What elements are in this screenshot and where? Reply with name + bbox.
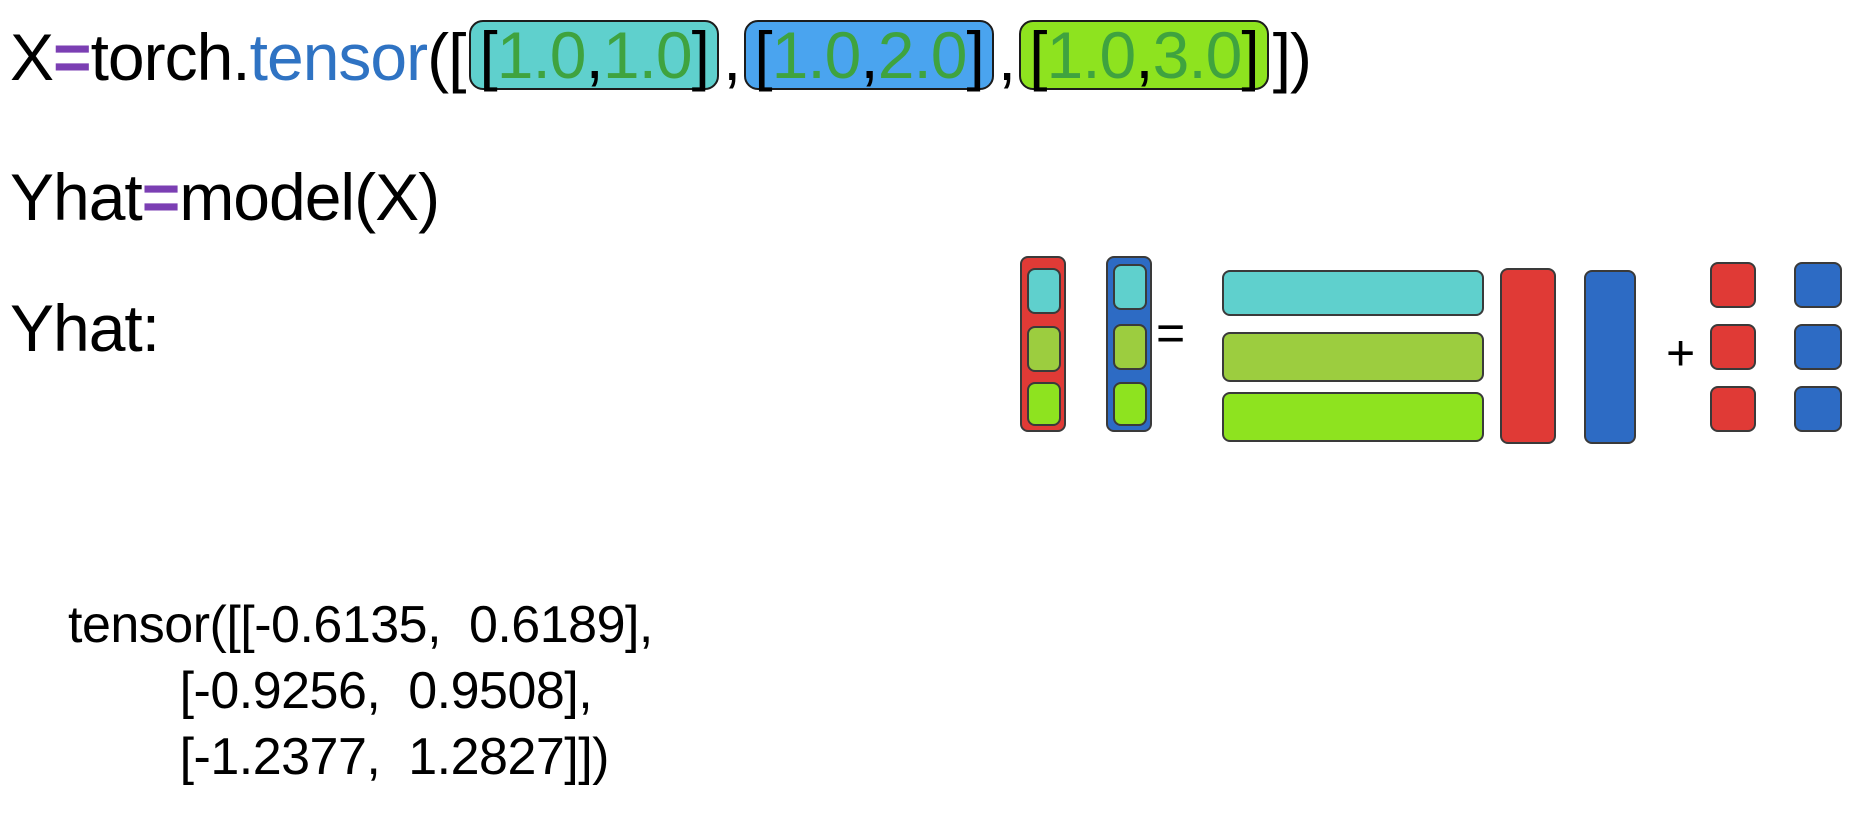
row-1-close: ] xyxy=(691,18,710,92)
bias-2-cell-2 xyxy=(1794,324,1842,370)
output-line-3: [-1.2377, 1.2827]]) xyxy=(68,728,610,786)
output-col2-cell-1 xyxy=(1113,264,1147,310)
row-3-open: [ xyxy=(1029,18,1047,92)
row-2-sep: , xyxy=(860,18,878,92)
tensor-function: tensor xyxy=(249,20,428,94)
output-col2-cell-3 xyxy=(1113,382,1147,426)
code-line-yhat-assignment: Yhat=model(X) xyxy=(10,164,440,230)
plus-sign: + xyxy=(1666,325,1696,381)
equals-sign: = xyxy=(1156,305,1186,361)
input-row-2 xyxy=(1222,332,1484,382)
torch-module: torch. xyxy=(90,20,251,94)
weight-column-2 xyxy=(1584,270,1636,444)
assign-operator-2: = xyxy=(141,160,181,234)
output-line-1: tensor([[-0.6135, 0.6189], xyxy=(68,596,653,654)
var-yhat: Yhat xyxy=(10,160,143,234)
bias-1-cell-1 xyxy=(1710,262,1756,308)
input-row-3 xyxy=(1222,392,1484,442)
code-line-x-assignment: X=torch.tensor([[1.0,1.0],[1.0,2.0],[1.0… xyxy=(10,20,1312,94)
row-1-box: [1.0,1.0] xyxy=(469,20,719,90)
row-separator-1: , xyxy=(722,20,741,94)
bias-1-cell-3 xyxy=(1710,386,1756,432)
row-2-box: [1.0,2.0] xyxy=(744,20,994,90)
bias-2-cell-1 xyxy=(1794,262,1842,308)
row-3-close: ] xyxy=(1241,18,1259,92)
row-3-value-b: 3.0 xyxy=(1152,18,1243,92)
output-line-2: [-0.9256, 0.9508], xyxy=(68,662,593,720)
row-1-value-b: 1.0 xyxy=(602,18,693,92)
row-separator-2: , xyxy=(997,20,1016,94)
row-3-value-a: 1.0 xyxy=(1046,18,1137,92)
row-2-close: ] xyxy=(966,18,984,92)
row-3-sep: , xyxy=(1135,18,1153,92)
row-2-open: [ xyxy=(754,18,772,92)
model-call: model(X) xyxy=(179,160,440,234)
row-1-sep: , xyxy=(585,18,604,92)
bias-1-cell-2 xyxy=(1710,324,1756,370)
row-1-open: [ xyxy=(479,18,497,92)
output-col1-cell-2 xyxy=(1027,326,1061,372)
row-1-value-a: 1.0 xyxy=(496,18,587,92)
weight-column-1 xyxy=(1500,268,1556,444)
bias-2-cell-3 xyxy=(1794,386,1842,432)
output-col1-cell-1 xyxy=(1027,268,1061,314)
linear-layer-diagram: = + xyxy=(1010,250,1855,480)
row-2-value-a: 1.0 xyxy=(771,18,862,92)
open-paren-bracket: ([ xyxy=(427,20,466,94)
var-x: X xyxy=(10,20,54,94)
close-paren-bracket: ]) xyxy=(1272,20,1312,94)
row-3-box: [1.0,3.0] xyxy=(1019,20,1269,90)
output-col1-cell-3 xyxy=(1027,382,1061,426)
output-tensor: tensor([[-0.6135, 0.6189], [-0.9256, 0.9… xyxy=(68,592,653,790)
input-row-1 xyxy=(1222,270,1484,316)
row-2-value-b: 2.0 xyxy=(877,18,968,92)
yhat-label: Yhat: xyxy=(10,291,160,365)
output-col2-cell-2 xyxy=(1113,324,1147,370)
assign-operator: = xyxy=(53,20,92,94)
